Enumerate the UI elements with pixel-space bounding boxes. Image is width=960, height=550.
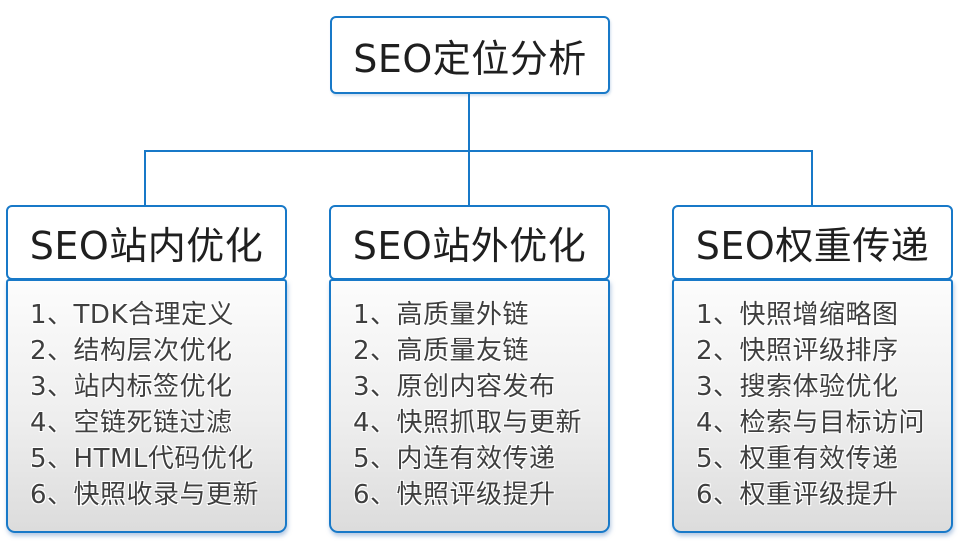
branch-weight-body: 1、快照增缩略图 2、快照评级排序 3、搜索体验优化 4、检索与目标访问 5、权…	[672, 279, 953, 533]
root-node-label: SEO定位分析	[353, 36, 587, 81]
list-item: 1、快照增缩略图	[696, 300, 899, 330]
list-item: 5、HTML代码优化	[30, 444, 254, 474]
list-item: 4、检索与目标访问	[696, 408, 926, 438]
branch-offsite-body: 1、高质量外链 2、高质量友链 3、原创内容发布 4、快照抓取与更新 5、内连有…	[329, 279, 610, 533]
list-item: 2、高质量友链	[353, 336, 530, 366]
branch-weight: SEO权重传递 1、快照增缩略图 2、快照评级排序 3、搜索体验优化 4、检索与…	[672, 205, 953, 533]
list-item: 4、快照抓取与更新	[353, 408, 583, 438]
branch-weight-title: SEO权重传递	[695, 224, 930, 268]
branch-onsite-header: SEO站内优化	[6, 205, 287, 280]
branch-onsite-body: 1、TDK合理定义 2、结构层次优化 3、站内标签优化 4、空链死链过滤 5、H…	[6, 279, 287, 533]
connector-left-drop	[144, 150, 146, 206]
list-item: 6、权重评级提升	[696, 480, 899, 510]
list-item: 1、高质量外链	[353, 300, 530, 330]
connector-root-vertical	[468, 94, 470, 152]
connector-middle-drop	[468, 150, 470, 206]
list-item: 3、搜索体验优化	[696, 372, 899, 402]
list-item: 5、内连有效传递	[353, 444, 556, 474]
list-item: 2、结构层次优化	[30, 336, 233, 366]
list-item: 6、快照评级提升	[353, 480, 556, 510]
connector-horizontal	[144, 150, 813, 152]
list-item: 3、原创内容发布	[353, 372, 556, 402]
list-item: 4、空链死链过滤	[30, 408, 233, 438]
list-item: 6、快照收录与更新	[30, 480, 260, 510]
branch-onsite-title: SEO站内优化	[29, 224, 264, 268]
list-item: 2、快照评级排序	[696, 336, 899, 366]
branch-offsite-title: SEO站外优化	[352, 224, 587, 268]
root-node: SEO定位分析	[330, 16, 610, 94]
list-item: 3、站内标签优化	[30, 372, 233, 402]
connector-right-drop	[811, 150, 813, 206]
list-item: 5、权重有效传递	[696, 444, 899, 474]
branch-offsite-header: SEO站外优化	[329, 205, 610, 280]
list-item: 1、TDK合理定义	[30, 300, 234, 330]
branch-weight-header: SEO权重传递	[672, 205, 953, 280]
branch-offsite: SEO站外优化 1、高质量外链 2、高质量友链 3、原创内容发布 4、快照抓取与…	[329, 205, 610, 533]
branch-onsite: SEO站内优化 1、TDK合理定义 2、结构层次优化 3、站内标签优化 4、空链…	[6, 205, 287, 533]
